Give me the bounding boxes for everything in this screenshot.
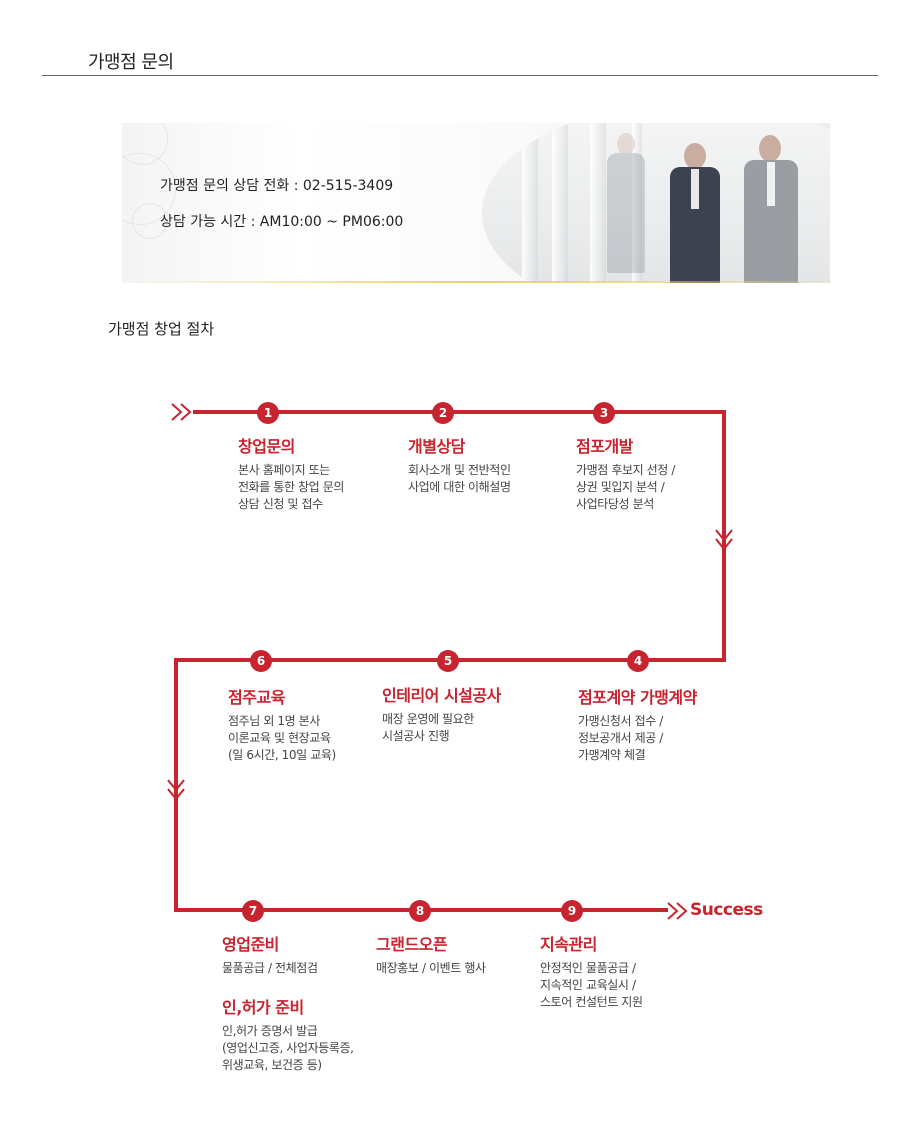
start-arrow-icon <box>180 403 192 421</box>
step-3-title: 점포개발 <box>576 437 633 456</box>
step-9-title: 지속관리 <box>540 935 597 954</box>
step-8-title: 그랜드오픈 <box>376 935 448 954</box>
down-arrow-icon <box>715 529 733 542</box>
step-6-title: 점주교육 <box>228 688 285 707</box>
step-marker-3 <box>593 402 615 424</box>
step-8-desc: 매장홍보 / 이벤트 행사 <box>376 961 486 975</box>
step-6-desc: 점주님 외 1명 본사 이론교육 및 현장교육 (일 6시간, 10일 교육) <box>228 714 336 762</box>
step-number-8: 8 <box>416 904 424 918</box>
step-number-3: 3 <box>600 406 608 420</box>
step-5-title: 인테리어 시설공사 <box>382 686 501 705</box>
step-4-title: 점포계약 가맹계약 <box>578 688 697 707</box>
step-marker-8 <box>409 900 431 922</box>
step-5-desc: 매장 운영에 필요한 시설공사 진행 <box>382 712 474 743</box>
step-7-permit-title: 인,허가 준비 <box>222 998 304 1017</box>
step-1-title: 창업문의 <box>238 437 295 456</box>
step-4-desc: 가맹신청서 접수 / 정보공개서 제공 / 가맹계약 체결 <box>578 714 663 762</box>
step-7-desc: 물품공급 / 전체점검 <box>222 961 318 975</box>
step-marker-6 <box>250 650 272 672</box>
contact-banner: 가맹점 문의 상담 전화 : 02-515-3409 상담 가능 시간 : AM… <box>122 123 830 283</box>
step-2-desc: 회사소개 및 전반적인 사업에 대한 이해설명 <box>408 463 511 494</box>
step-number-4: 4 <box>634 654 642 668</box>
step-2-title: 개별상담 <box>408 437 465 456</box>
step-marker-1 <box>257 402 279 424</box>
down-arrow-icon <box>167 779 185 792</box>
step-marker-4 <box>627 650 649 672</box>
down-arrow-icon <box>715 538 733 551</box>
step-7-permit-desc: 인,허가 증명서 발급 (영업신고증, 사업자등록증, 위생교육, 보건증 등) <box>222 1024 354 1072</box>
step-number-6: 6 <box>257 654 265 668</box>
step-marker-2 <box>432 402 454 424</box>
step-3-desc: 가맹점 후보지 선정 / 상권 및입지 분석 / 사업타당성 분석 <box>576 463 676 511</box>
step-marker-9 <box>561 900 583 922</box>
step-number-7: 7 <box>249 904 257 918</box>
step-number-2: 2 <box>439 406 447 420</box>
end-arrow-icon <box>667 902 679 920</box>
step-7-title: 영업준비 <box>222 935 279 954</box>
section-title: 가맹점 창업 절차 <box>108 320 215 338</box>
decor-circle <box>132 203 168 239</box>
step-number-1: 1 <box>264 406 272 420</box>
title-divider <box>42 75 878 76</box>
step-number-5: 5 <box>444 654 452 668</box>
step-number-9: 9 <box>568 904 576 918</box>
consult-hours-text: 상담 가능 시간 : AM10:00 ~ PM06:00 <box>160 214 404 230</box>
page-title: 가맹점 문의 <box>88 52 174 73</box>
start-arrow-icon <box>171 403 183 421</box>
consult-phone-text: 가맹점 문의 상담 전화 : 02-515-3409 <box>160 178 394 194</box>
down-arrow-icon <box>167 788 185 801</box>
step-1-desc: 본사 홈페이지 또는 전화를 통한 창업 문의 상담 신청 및 접수 <box>238 463 345 511</box>
step-markers <box>242 402 649 922</box>
step-marker-7 <box>242 900 264 922</box>
banner-underline <box>122 281 830 283</box>
step-marker-5 <box>437 650 459 672</box>
success-label: Success <box>690 900 763 920</box>
end-arrow-icon <box>676 902 688 920</box>
step-9-desc: 안정적인 물품공급 / 지속적인 교육실시 / 스토어 컨설턴트 지원 <box>540 961 643 1009</box>
banner-photo <box>482 123 830 283</box>
